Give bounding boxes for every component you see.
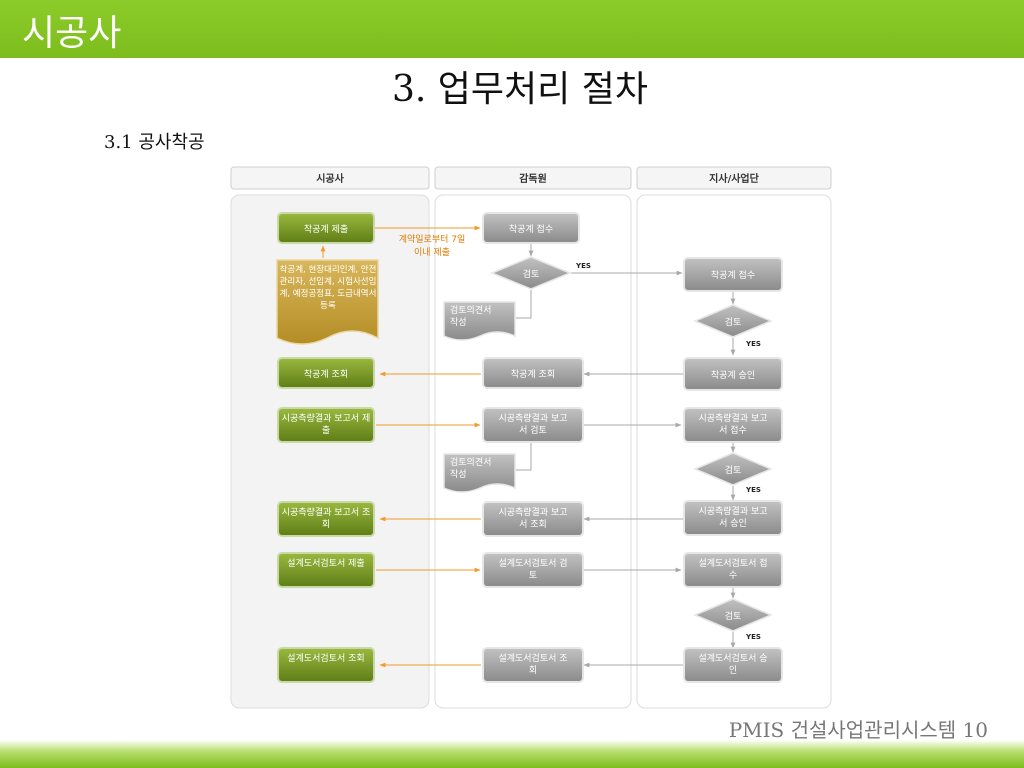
- node-design-submit: [277, 552, 375, 588]
- node-survey-view-supervisor-text: 시공측량결과 보고서 조회: [498, 508, 568, 530]
- lane-label-branch: 지사/사업단: [709, 172, 759, 185]
- arrow-review-opinion: [516, 290, 532, 319]
- node-branch-design-approve: [683, 647, 783, 683]
- deadline-note: 계약일로부터 7일이내 제출: [398, 235, 466, 258]
- node-label: 시공측량결과 보고서 접수: [698, 414, 768, 436]
- node-view-start: [277, 357, 375, 389]
- decision-supervisor-review: [490, 256, 572, 290]
- decision-label: 검토: [523, 268, 540, 280]
- node-survey-review: [482, 407, 584, 443]
- decision-branch-review-3: [693, 598, 773, 632]
- node-label: 착공계 승인: [711, 369, 755, 381]
- node-branch-receive: [683, 257, 783, 292]
- node-label: 착공계 조회: [304, 368, 348, 380]
- lane-label-contractor: 시공사: [316, 172, 344, 185]
- node-label: 시공측량결과 보고서 조회: [281, 508, 371, 530]
- node-submit-start: [277, 212, 375, 244]
- doc-review-opinion-2: [443, 453, 516, 493]
- doc-label: 검토의견서 작성: [450, 306, 492, 328]
- decision-label: 검토: [725, 316, 742, 328]
- footer-bar: [0, 740, 1024, 768]
- doc-label: 검토의견서 작성: [450, 458, 492, 480]
- decision-label: 검토: [725, 464, 742, 476]
- node-branch-approve: [683, 357, 783, 391]
- lane-header-contractor: [230, 166, 430, 190]
- node-design-review: [482, 552, 584, 588]
- node-branch-survey-approve: [683, 500, 783, 536]
- yes-label: YES: [745, 486, 761, 494]
- node-branch-design-approve-text: 설계도서검토서 승인: [698, 654, 768, 676]
- node-label: 설계도서검토서 제출: [287, 559, 365, 569]
- decision-branch-review-2: [693, 452, 773, 486]
- node-branch-survey-receive: [683, 407, 783, 443]
- node-survey-review-text: 시공측량결과 보고서 검토: [498, 414, 568, 436]
- node-label: 설계도서검토서 조회: [498, 654, 568, 676]
- node-design-view: [277, 647, 375, 683]
- footer-text: PMIS 건설사업관리시스템 10: [728, 718, 988, 742]
- doc-review-opinion: [443, 301, 516, 341]
- node-branch-survey-approve-text: 시공측량결과 보고서 승인: [698, 507, 768, 529]
- yes-label: YES: [745, 340, 761, 348]
- node-label: 설계도서검토서 검토: [498, 559, 568, 581]
- node-label: 착공계 접수: [711, 269, 755, 281]
- section-title: 3.1 공사착공: [104, 132, 205, 153]
- node-supervisor-view: [482, 357, 584, 389]
- node-label: 설계도서검토서 접수: [698, 559, 768, 581]
- node-branch-survey-receive-text: 시공측량결과 보고서 접수: [698, 414, 768, 436]
- node-label: 착공계 조회: [511, 368, 555, 380]
- node-branch-design-receive-text: 설계도서검토서 접수: [698, 559, 768, 581]
- node-survey-submit-text: 시공측량결과 보고서 제출: [281, 414, 371, 436]
- header-title: 시공사: [22, 13, 122, 54]
- node-design-view-supervisor-text: 설계도서검토서 조회: [498, 654, 568, 676]
- node-label: 시공측량결과 보고서 검토: [498, 414, 568, 436]
- doc-review-opinion-2-text: 검토의견서 작성: [450, 458, 492, 480]
- decision-branch-review: [693, 304, 773, 338]
- node-label: 설계도서검토서 승인: [698, 654, 768, 676]
- note-documents: [276, 259, 379, 345]
- node-design-review-text: 설계도서검토서 검토: [498, 559, 568, 581]
- node-design-submit-text: 설계도서검토서 제출: [287, 559, 365, 569]
- note-documents-text: 착공계, 현장대리인계, 안전관리자, 선임계, 시험사선임계, 예정공정표, …: [279, 265, 377, 311]
- node-label: 시공측량결과 보고서 조회: [498, 508, 568, 530]
- node-survey-view-text: 시공측량결과 보고서 조회: [281, 508, 371, 530]
- lane-header-supervisor: [434, 166, 632, 190]
- node-supervisor-receive: [482, 212, 580, 244]
- decision-label: 검토: [725, 610, 742, 622]
- doc-review-opinion-text: 검토의견서 작성: [450, 306, 492, 328]
- node-survey-view-supervisor: [482, 501, 584, 537]
- note-label: 착공계, 현장대리인계, 안전관리자, 선임계, 시험사선임계, 예정공정표, …: [279, 265, 377, 311]
- header-bar: [0, 0, 1024, 58]
- node-label: 착공계 제출: [304, 223, 348, 235]
- lane-header-branch: [636, 166, 832, 190]
- node-label: 시공측량결과 보고서 승인: [698, 507, 768, 529]
- yes-label: YES: [575, 262, 591, 270]
- connectors: [320, 225, 736, 668]
- node-branch-design-receive: [683, 552, 783, 588]
- node-label: 설계도서검토서 조회: [287, 654, 365, 664]
- node-label: 착공계 접수: [509, 223, 553, 235]
- yes-label: YES: [745, 633, 761, 641]
- arrow-survey-opinion: [516, 442, 532, 471]
- node-label: 시공측량결과 보고서 제출: [281, 414, 371, 436]
- node-design-view-supervisor: [482, 647, 584, 683]
- node-survey-submit: [277, 407, 375, 443]
- node-design-view-text: 설계도서검토서 조회: [287, 654, 365, 664]
- lane-label-supervisor: 감독원: [519, 172, 547, 185]
- slide-title: 3. 업무처리 절차: [392, 69, 648, 110]
- deadline-label: 계약일로부터 7일이내 제출: [398, 235, 466, 258]
- node-survey-view: [277, 501, 375, 537]
